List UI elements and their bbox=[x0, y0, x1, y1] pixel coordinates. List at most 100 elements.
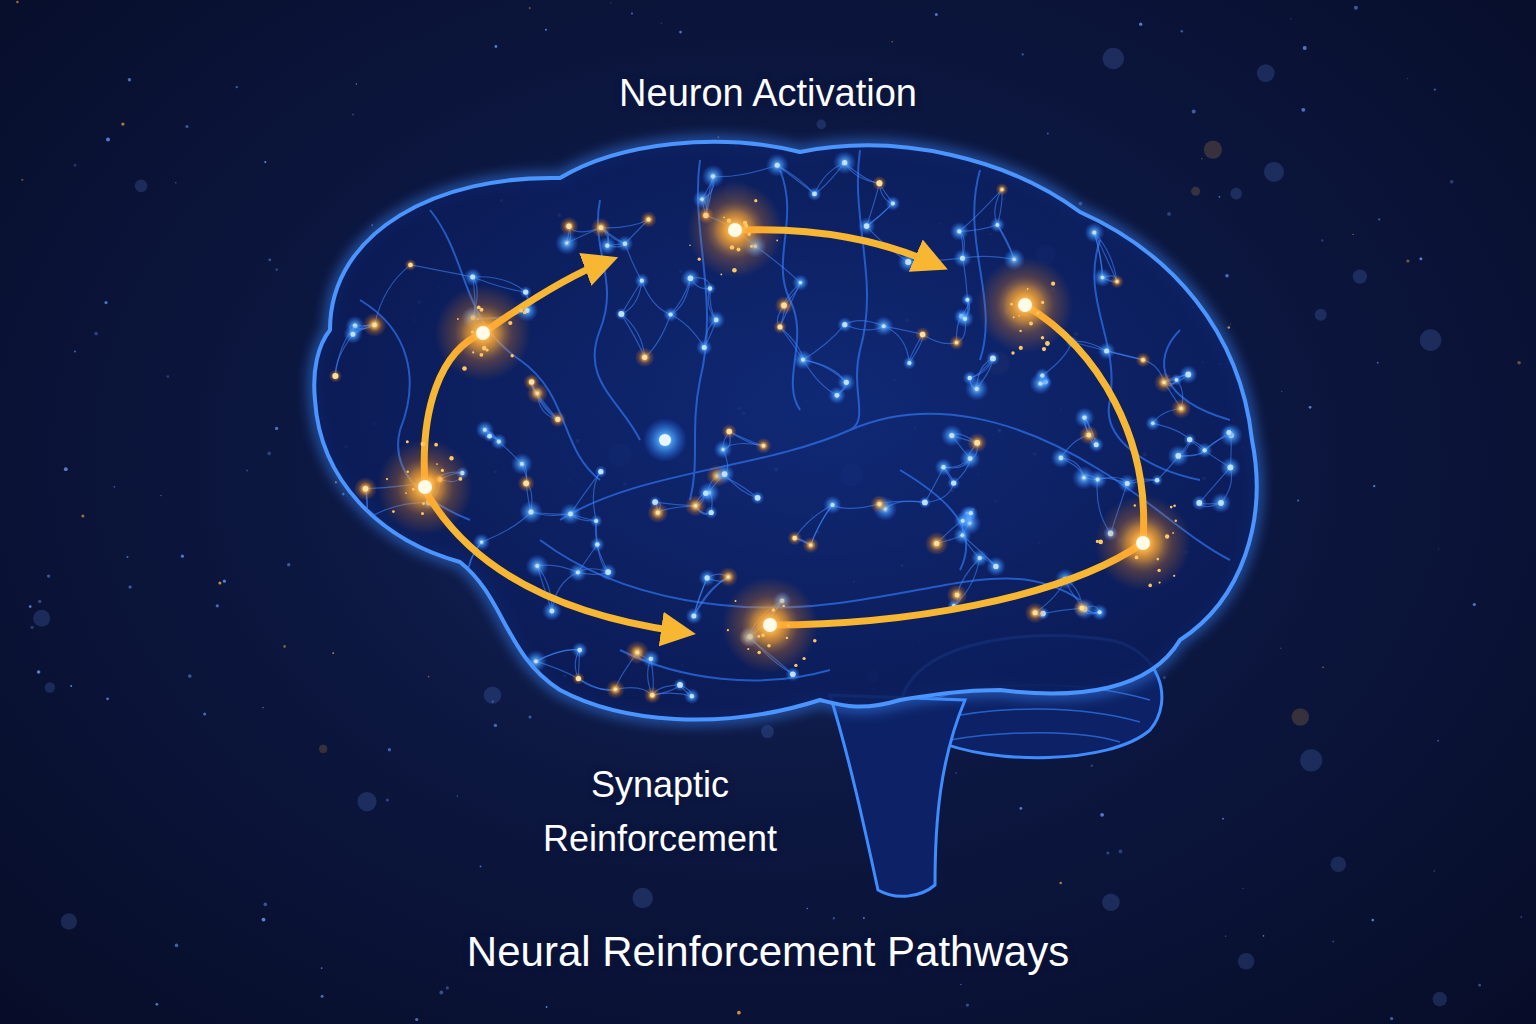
neuron-core bbox=[864, 223, 870, 229]
neuron-core bbox=[1187, 437, 1192, 442]
star bbox=[38, 600, 42, 604]
neuron-glow-core bbox=[748, 603, 792, 647]
spark bbox=[1134, 504, 1136, 506]
neuron-core bbox=[1079, 606, 1084, 611]
spark bbox=[1029, 322, 1033, 326]
neuron-core bbox=[647, 218, 651, 222]
neuron-core bbox=[688, 276, 694, 282]
neuron-glow-core bbox=[1003, 283, 1047, 327]
neuron-dot bbox=[464, 268, 482, 286]
spark bbox=[1157, 569, 1160, 572]
star bbox=[1520, 916, 1522, 918]
spark bbox=[462, 366, 467, 371]
neuron-core bbox=[470, 275, 475, 280]
neuron-dot bbox=[634, 273, 649, 288]
star bbox=[352, 114, 354, 116]
neuron-core bbox=[1203, 448, 1207, 452]
neuron-dot bbox=[518, 475, 535, 492]
neuron-core bbox=[614, 688, 617, 691]
neuron-dot bbox=[523, 374, 540, 391]
star bbox=[262, 918, 266, 922]
neuron-dot bbox=[640, 211, 657, 228]
neuron-dot bbox=[459, 572, 475, 588]
star bbox=[1230, 324, 1231, 325]
neuron-dot bbox=[1179, 365, 1198, 384]
spark bbox=[727, 629, 729, 631]
neuron-core bbox=[1096, 478, 1100, 482]
star bbox=[439, 991, 443, 995]
star bbox=[167, 375, 170, 378]
star bbox=[935, 13, 938, 16]
neuron-dot bbox=[949, 335, 964, 350]
neuron-glow bbox=[722, 577, 818, 673]
neuron-dot bbox=[681, 269, 701, 289]
neuron-core bbox=[882, 324, 886, 328]
neuron-glow-core bbox=[1121, 521, 1165, 565]
neuron-core bbox=[907, 361, 911, 365]
neuron-dot bbox=[751, 491, 765, 505]
neuron-dot bbox=[425, 607, 447, 629]
neuron-dot bbox=[560, 503, 582, 525]
spark bbox=[386, 478, 388, 480]
neuron-core bbox=[656, 511, 660, 515]
star bbox=[1419, 257, 1422, 260]
neuron-center bbox=[476, 326, 490, 340]
star bbox=[955, 772, 957, 774]
neuron-core bbox=[1040, 374, 1044, 378]
star bbox=[1438, 548, 1439, 549]
spark bbox=[743, 221, 747, 225]
neuron-core bbox=[778, 325, 783, 330]
neuron-dot bbox=[874, 316, 894, 336]
neuron-core bbox=[775, 163, 780, 168]
neuron-core bbox=[975, 387, 979, 391]
neuron-dot bbox=[673, 678, 686, 691]
neuron-dot bbox=[986, 351, 1000, 365]
neuron-dot bbox=[550, 411, 566, 427]
neuron-core bbox=[951, 480, 956, 485]
star bbox=[275, 268, 278, 271]
neuron-dot bbox=[635, 348, 655, 368]
spark bbox=[1098, 540, 1103, 545]
neuron-core bbox=[650, 693, 654, 697]
neuron-dot bbox=[684, 688, 700, 704]
neuron-dot bbox=[1220, 457, 1241, 478]
neuron-core bbox=[1151, 422, 1154, 425]
neuron-dot bbox=[1183, 433, 1196, 446]
neuron-dot bbox=[644, 687, 661, 704]
neuron-dot bbox=[705, 506, 718, 519]
star bbox=[74, 351, 76, 353]
star bbox=[545, 29, 547, 31]
neuron-core bbox=[408, 263, 412, 267]
neuron-dot bbox=[1079, 425, 1099, 445]
activated-neurons bbox=[377, 182, 1191, 673]
star bbox=[319, 745, 327, 753]
star bbox=[1225, 935, 1226, 936]
spark bbox=[732, 268, 737, 273]
neuron-dot bbox=[560, 217, 579, 236]
spark bbox=[813, 639, 817, 643]
star bbox=[1264, 162, 1284, 182]
star bbox=[817, 120, 827, 130]
neuron-dot bbox=[354, 477, 377, 500]
spark bbox=[783, 605, 785, 607]
neuron-dot bbox=[698, 569, 715, 586]
neuron-core bbox=[605, 569, 611, 575]
neuron-dot bbox=[1197, 442, 1213, 458]
neuron-core bbox=[363, 486, 369, 492]
neuron-dot bbox=[996, 183, 1009, 196]
star bbox=[1106, 852, 1109, 855]
neuron-dot bbox=[700, 487, 712, 499]
spark bbox=[523, 311, 527, 315]
neuron-dot bbox=[950, 222, 969, 241]
star bbox=[1201, 158, 1203, 160]
star bbox=[1450, 180, 1454, 184]
neuron-core bbox=[550, 609, 555, 614]
neuron-core bbox=[792, 536, 797, 541]
neuron-dot bbox=[947, 585, 968, 606]
star bbox=[1290, 18, 1291, 19]
star bbox=[129, 585, 132, 588]
star bbox=[106, 697, 109, 700]
star bbox=[262, 707, 264, 709]
neuron-dot bbox=[590, 515, 603, 528]
neuron-core bbox=[876, 180, 882, 186]
